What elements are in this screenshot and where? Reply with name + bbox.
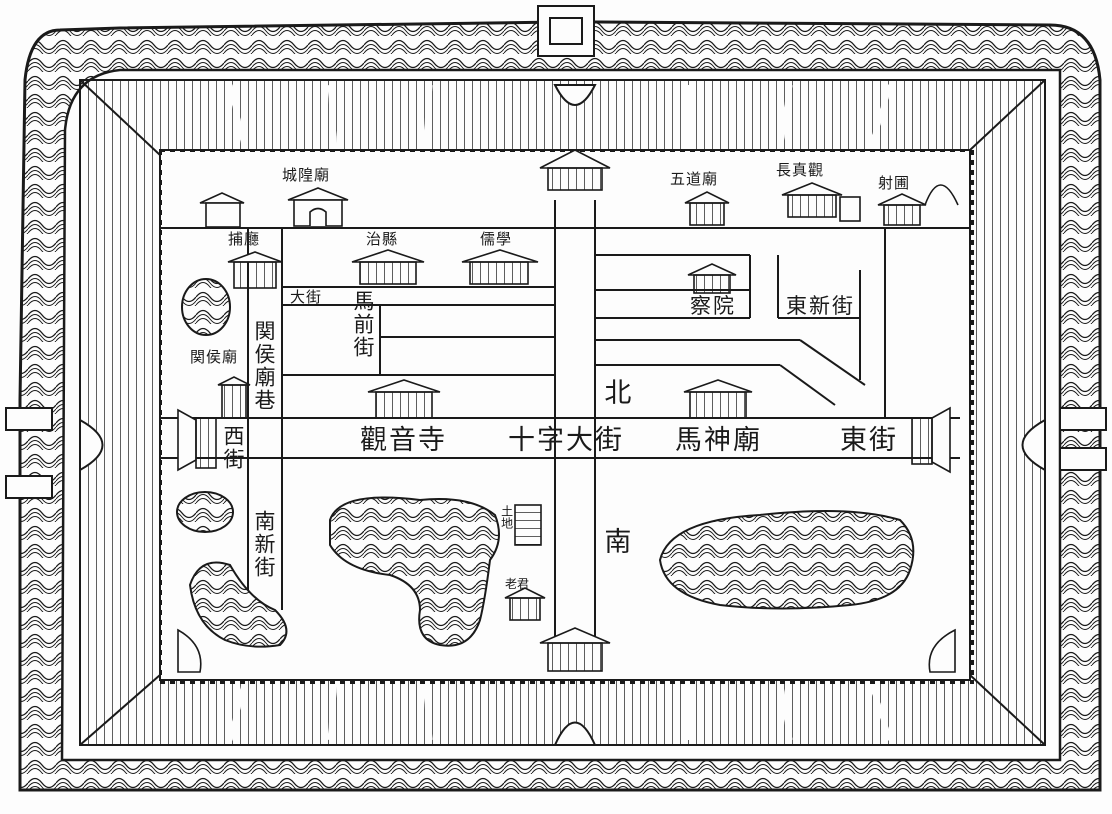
label-lao-jun: 老君 — [505, 577, 530, 591]
label-chang-zhen-guan: 長真觀 — [776, 161, 825, 179]
label-guanhou-miao-xiang: 関侯廟巷 — [252, 320, 277, 412]
label-bei: 北 — [599, 378, 631, 407]
label-guanyin-si: 觀音寺 — [360, 425, 447, 456]
label-xi-jie: 西街 — [221, 425, 246, 471]
gates — [5, 5, 1107, 746]
label-ma-qian-jie: 馬前街 — [351, 290, 376, 359]
label-nan: 南 — [599, 527, 631, 556]
label-bu-ting: 捕廳 — [228, 230, 261, 248]
label-shizi-dajie: 十字大街 — [508, 425, 624, 456]
label-wu-dao-miao: 五道廟 — [670, 170, 719, 188]
label-ru-xue: 儒學 — [480, 230, 513, 248]
ponds — [176, 278, 915, 648]
label-zhi-xian: 治縣 — [366, 230, 399, 248]
roads — [160, 200, 970, 640]
buildings — [177, 149, 959, 673]
label-guan-hou-miao: 関侯廟 — [190, 348, 239, 366]
label-dong-xin-jie: 東新街 — [786, 294, 855, 318]
label-cheng-huang-miao: 城隍廟 — [282, 166, 331, 184]
label-tu-di: 土地 — [499, 505, 514, 529]
label-dong-jie: 東街 — [840, 425, 898, 456]
label-cha-yuan: 察院 — [690, 294, 736, 318]
label-she-pu: 射圃 — [878, 174, 911, 192]
label-mashen-miao: 馬神廟 — [675, 425, 762, 456]
label-da-jie: 大街 — [290, 288, 323, 306]
label-nan-xin-jie: 南新街 — [252, 510, 277, 579]
